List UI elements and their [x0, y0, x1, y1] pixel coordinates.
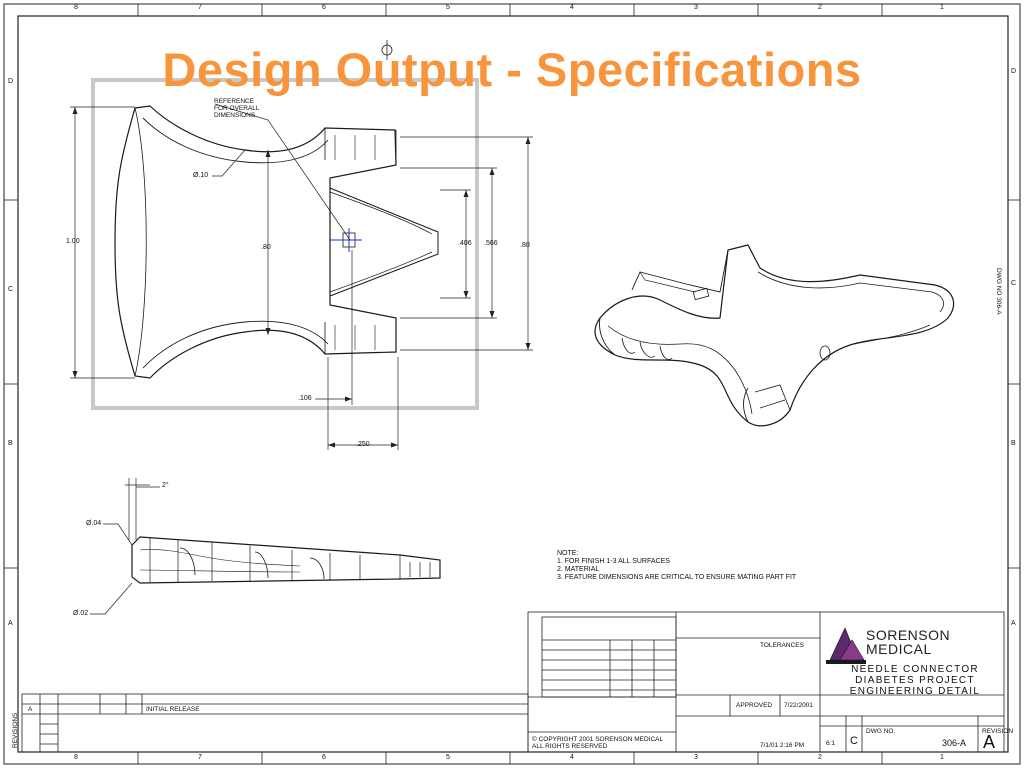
revision-label: REVISION	[982, 728, 1014, 735]
zone-label: A	[1011, 620, 1016, 627]
side-view	[131, 536, 441, 584]
zone-label: 5	[446, 4, 450, 11]
first-revision-desc: INITIAL RELEASE	[146, 706, 200, 713]
zone-label: 5	[446, 754, 450, 761]
copyright-line: ALL RIGHTS RESERVED	[532, 743, 608, 750]
drawing-title: NEEDLE CONNECTOR DIABETES PROJECT ENGINE…	[826, 664, 1004, 697]
center-crosshair	[330, 228, 362, 252]
note-line: 3. FEATURE DIMENSIONS ARE CRITICAL TO EN…	[557, 574, 797, 581]
dim-right-height: .80	[520, 242, 530, 249]
drawing-notes: NOTE: 1. FOR FINISH 1-3 ALL SURFACES 2. …	[557, 550, 796, 582]
callout-line: DIMENSIONS	[214, 112, 256, 119]
angle-label: 2°	[162, 482, 169, 489]
top-view	[114, 105, 439, 379]
datum-b-label: Ø.02	[73, 610, 89, 617]
title-line: ENGINEERING DETAIL	[849, 686, 981, 697]
title-block-lines	[21, 611, 1005, 753]
dwg-no-label: DWG NO.	[866, 728, 896, 735]
zone-label: 4	[570, 754, 574, 761]
company-name: SORENSON MEDICAL	[866, 628, 950, 656]
zone-label: 1	[940, 754, 944, 761]
title-line: DIABETES PROJECT	[855, 675, 975, 686]
zone-label: D	[8, 78, 14, 85]
zone-label: 7	[198, 754, 202, 761]
zone-label: B	[8, 440, 13, 447]
copyright-line: © COPYRIGHT 2001 SORENSON MEDICAL	[532, 736, 664, 743]
dim-slot-b: .566	[484, 240, 498, 247]
zone-label: 3	[694, 4, 698, 11]
company-line: MEDICAL	[866, 641, 932, 657]
slide-title: Design Output - Specifications	[162, 43, 862, 96]
note-line: 2. MATERIAL	[557, 566, 600, 573]
dim-overall-height: 1.00	[66, 238, 80, 245]
dim-inner-height: .80	[261, 244, 271, 251]
callout-line: REFERENCE	[214, 98, 255, 105]
top-view-dimensions	[70, 103, 533, 450]
notes-heading: NOTE:	[557, 550, 579, 557]
dimension-arrows	[72, 107, 531, 448]
zone-label: 6	[322, 754, 326, 761]
reference-callout: REFERENCE FOR OVERALL DIMENSIONS	[214, 98, 260, 119]
zone-label: 6	[322, 4, 326, 11]
zone-label: D	[1011, 68, 1017, 75]
tolerances-label: TOLERANCES	[760, 642, 804, 649]
approved-label: APPROVED	[736, 702, 773, 709]
scale-value: 6:1	[826, 740, 836, 747]
zone-label: 2	[818, 4, 822, 11]
plot-date: 7/1/01 2:16 PM	[760, 742, 805, 749]
highlight-frame	[91, 78, 479, 410]
company-line: SORENSON	[866, 627, 951, 643]
isometric-view	[594, 244, 955, 427]
datum-a-label: Ø.04	[86, 520, 102, 527]
zone-label: 8	[74, 754, 78, 761]
first-revision: A	[28, 706, 33, 713]
side-view-dimensions	[90, 478, 160, 615]
zone-label: 3	[694, 754, 698, 761]
company-logo-mark	[826, 627, 866, 664]
zone-label: 8	[74, 4, 78, 11]
radius-label: Ø.10	[193, 172, 209, 179]
zone-label: 1	[940, 4, 944, 11]
dim-offset: .106	[298, 395, 312, 402]
zone-label: C	[1011, 280, 1017, 287]
revisions-label: REVISIONS	[12, 712, 19, 748]
zone-label: B	[1011, 440, 1016, 447]
title-line: NEEDLE CONNECTOR	[851, 664, 979, 675]
note-line: 1. FOR FINISH 1-3 ALL SURFACES	[557, 558, 670, 565]
dim-slot-a: .406	[458, 240, 472, 247]
datum-symbol	[381, 40, 393, 60]
callout-line: FOR OVERALL	[214, 105, 260, 112]
zone-label: 2	[818, 754, 822, 761]
revision-value: A	[983, 732, 996, 752]
zone-label: 4	[570, 4, 574, 11]
approved-date: 7/22/2001	[784, 702, 813, 709]
zone-label: C	[8, 286, 14, 293]
dim-width: .250	[356, 441, 370, 448]
size-value: C	[850, 735, 858, 747]
side-dwg-no: DWG NO 306-A	[995, 268, 1002, 315]
zone-label: A	[8, 620, 13, 627]
dwg-no-value: 306-A	[942, 738, 967, 748]
zone-label: 7	[198, 4, 202, 11]
